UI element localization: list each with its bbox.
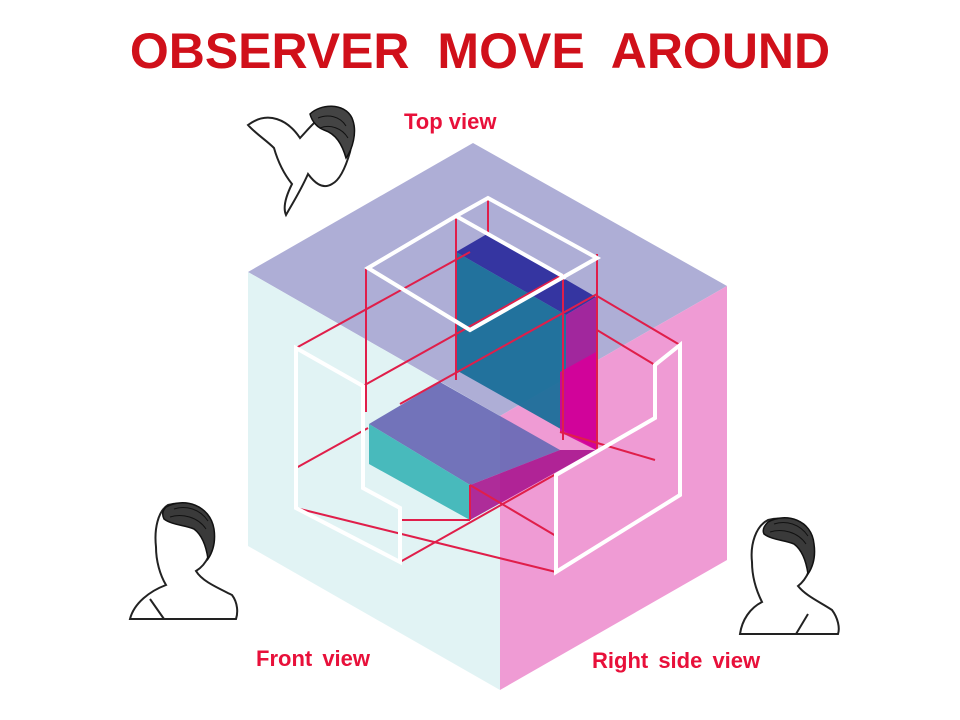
front-view-label: Front view [256, 646, 371, 671]
observer-front-icon [128, 502, 239, 620]
object-low-block-front [369, 424, 470, 520]
top-view-label: Top view [404, 109, 497, 134]
projection-lines [295, 198, 681, 573]
view-outlines [294, 195, 682, 576]
object-low-block-right [470, 450, 596, 520]
diagram-title: OBSERVER MOVE AROUND [129, 23, 831, 79]
object-tall-block-top [456, 234, 596, 315]
right-side-view-label: Right side view [592, 648, 761, 673]
object-magenta-side [560, 352, 596, 450]
object-low-block-top [369, 382, 560, 485]
front-view-plane [248, 272, 500, 690]
observer-right-icon [738, 517, 840, 635]
observer-top-icon [246, 105, 356, 218]
